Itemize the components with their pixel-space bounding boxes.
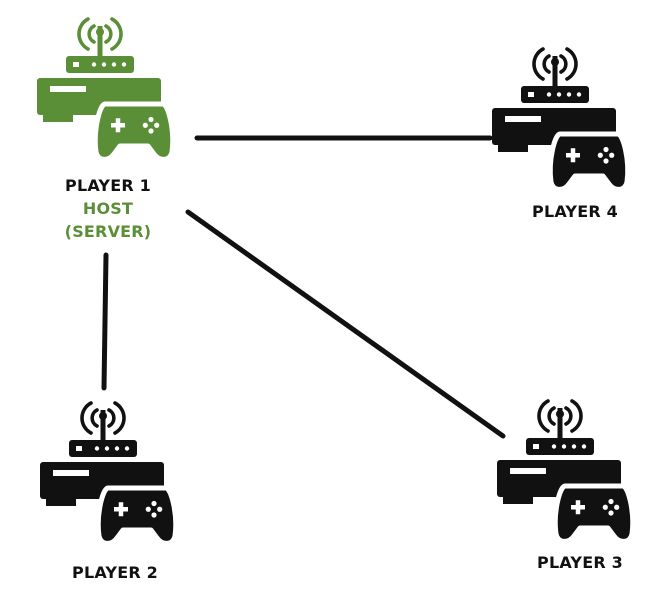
console-icon-player-4	[492, 49, 628, 189]
link-p1-p3	[185, 209, 506, 439]
player-2-label: PLAYER 2	[72, 561, 158, 584]
player-1-label: PLAYER 1 HOST (SERVER)	[65, 174, 152, 243]
console-icon-player-2	[40, 403, 176, 543]
player-3-name: PLAYER 3	[537, 553, 623, 572]
console-icon-player-3	[497, 401, 633, 541]
player-4-name: PLAYER 4	[532, 202, 618, 221]
player-4-label: PLAYER 4	[532, 200, 618, 223]
player-1-role-detail: (SERVER)	[64, 222, 152, 241]
link-p1-p2	[101, 252, 109, 391]
host-console-icon	[37, 19, 173, 159]
player-1-name: PLAYER 1	[65, 176, 151, 195]
player-2-name: PLAYER 2	[72, 563, 158, 582]
player-3-label: PLAYER 3	[537, 551, 623, 574]
player-1-role: HOST	[82, 199, 134, 218]
